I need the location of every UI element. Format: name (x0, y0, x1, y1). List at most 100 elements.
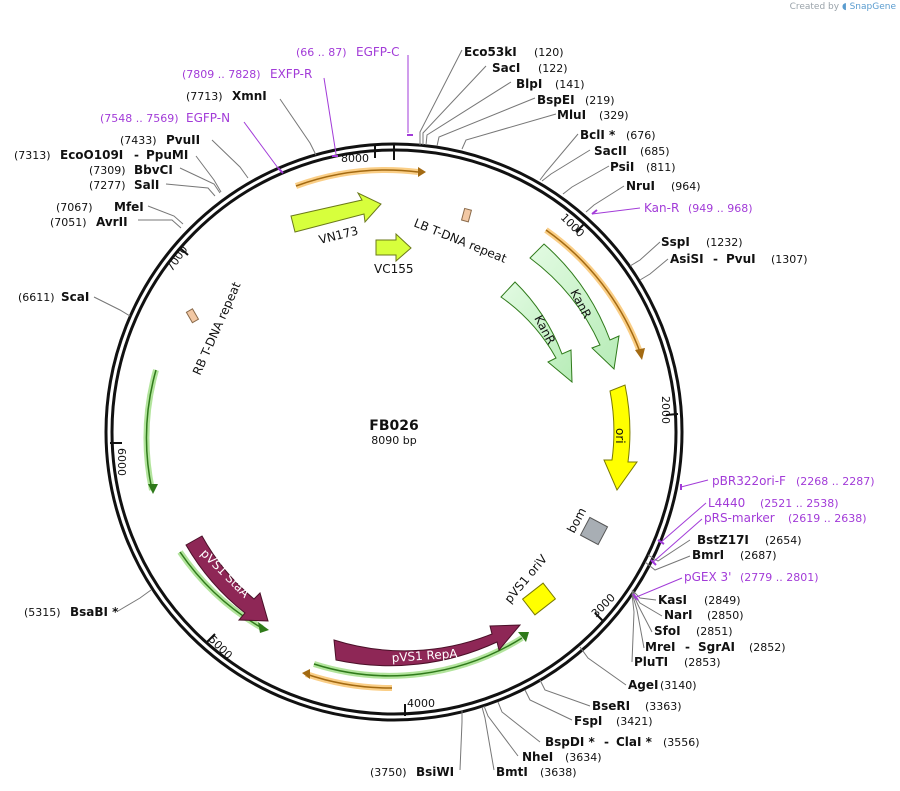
site-mrei-pos: (2852) (749, 641, 786, 654)
leader-saci (422, 65, 487, 145)
leader-psii (562, 165, 610, 195)
leader-bmri (644, 555, 691, 571)
primer-egfp-n-pos: (7548 .. 7569) (100, 112, 179, 125)
feature-kanr-inner-label: KanR (531, 313, 558, 347)
site-kasi-name: KasI (658, 593, 687, 607)
site-nari-name: NarI (664, 608, 693, 622)
leader-xmni (279, 98, 317, 156)
site-sfoi-name: SfoI (654, 624, 681, 638)
orf-arc-bottom-head (302, 669, 310, 679)
site-bsiwi-name: BsiWI (416, 765, 454, 779)
site-nhei-name: NheI (522, 750, 553, 764)
site-mfei-name: MfeI (114, 200, 144, 214)
backbone-outer-ring (104, 142, 684, 722)
feature-kanr-inner[interactable] (500, 281, 573, 384)
leader-pvuii (211, 139, 249, 179)
primer-prs-name: pRS-marker (704, 511, 775, 525)
leader-mfei (147, 205, 184, 225)
tick-label-4000: 4000 (407, 697, 435, 710)
site-asisi-dash: - (713, 252, 718, 266)
site-blpi-pos: (141) (555, 78, 585, 91)
site-nrui-pos: (964) (671, 180, 701, 193)
site-pvui-name: PvuI (726, 252, 756, 266)
primer-l4440-pos: (2521 .. 2538) (760, 497, 839, 510)
site-bmri-pos: (2687) (740, 549, 777, 562)
primer-egfp-n-name: EGFP-N (186, 111, 230, 125)
feature-rb-repeat[interactable] (185, 308, 200, 324)
site-sspi-pos: (1232) (706, 236, 743, 249)
feature-vn173[interactable] (290, 191, 382, 233)
site-bsabi-name: BsaBI * (70, 605, 119, 619)
primer-leaders (243, 55, 709, 599)
primer-leader-kan-r (591, 207, 641, 215)
site-scai-name: ScaI (61, 290, 89, 304)
site-bspdi-dash: - (604, 735, 609, 749)
feature-pvs1-repa[interactable] (333, 624, 522, 667)
leader-bcli (539, 133, 579, 181)
primer-l4440-name: L4440 (708, 496, 745, 510)
site-fspi-name: FspI (574, 714, 602, 728)
primer-pbr322-name: pBR322ori-F (712, 474, 786, 488)
site-pvuii-name: PvuII (166, 133, 200, 147)
orf-arc-right-head (635, 348, 645, 360)
credit-brand: SnapGene (849, 2, 896, 12)
site-bseri-name: BseRI (592, 699, 630, 713)
primer-leader-pgex (633, 577, 683, 599)
site-clai-name: ClaI * (616, 735, 653, 749)
site-saci-name: SacI (492, 61, 520, 75)
site-bspei-name: BspEI (537, 93, 575, 107)
feature-pvs1-staa[interactable] (185, 535, 269, 622)
feature-pvs1-repa-label: pVS1 RepA (391, 646, 459, 665)
site-bsiwi-pos: (3750) (370, 766, 407, 779)
site-pvuii-pos: (7433) (120, 134, 157, 147)
primer-exfp-r-name: EXFP-R (270, 67, 312, 81)
primer-prs-pos: (2619 .. 2638) (788, 512, 867, 525)
site-bspei-pos: (219) (585, 94, 615, 107)
site-asisi-name: AsiSI (670, 252, 704, 266)
orf-arc-top (294, 167, 419, 189)
primer-exfp-r-pos: (7809 .. 7828) (182, 68, 261, 81)
tick-2000 (665, 413, 679, 416)
primer-leader-egfp-n (243, 121, 279, 169)
primer-leader-l4440 (659, 502, 707, 544)
feature-vc155[interactable] (375, 232, 412, 263)
site-bmti-name: BmtI (496, 765, 528, 779)
leader-avrii (138, 219, 182, 229)
site-saci-pos: (122) (538, 62, 568, 75)
site-avrii-name: AvrII (96, 215, 128, 229)
snapgene-logo-icon: ◖ (841, 2, 847, 12)
tick-7000 (179, 247, 189, 256)
leader-scai (93, 296, 131, 317)
feature-ori[interactable] (603, 384, 638, 492)
leader-fspi (524, 689, 573, 721)
feature-rb-label: RB T-DNA repeat (190, 280, 244, 378)
site-ecoo109i-dash: - (134, 148, 139, 162)
site-agei-name: AgeI (628, 678, 658, 692)
site-blpi-name: BlpI (516, 77, 542, 91)
site-bmti-pos: (3638) (540, 766, 577, 779)
site-bspdi-pos: (3556) (663, 736, 700, 749)
primer-pgex-pos: (2779 .. 2801) (740, 571, 819, 584)
primer-egfp-c-pos: (66 .. 87) (296, 46, 347, 59)
primer-kan-r-name: Kan-R (644, 201, 679, 215)
feature-vn173-label: VN173 (317, 224, 359, 247)
feature-kanr-outer[interactable] (529, 243, 620, 371)
tick-label-6000: 6000 (115, 448, 128, 476)
leader-bsiwi (459, 710, 463, 771)
primer-mark-pgex (632, 593, 639, 601)
leader-lines (93, 49, 691, 771)
leader-nrui (585, 185, 625, 213)
site-scai-pos: (6611) (18, 291, 55, 304)
site-agei-pos: (3140) (660, 679, 697, 692)
site-ppumi-name: PpuMI (146, 148, 188, 162)
site-bbvci-name: BbvCI (134, 163, 173, 177)
primer-marks (277, 134, 682, 601)
feature-lb-repeat[interactable] (460, 207, 473, 223)
leader-bsabi (117, 589, 152, 612)
feature-pvs1-oriv[interactable] (521, 582, 557, 616)
site-psii-name: PsiI (610, 160, 634, 174)
leader-eco53ki (419, 49, 463, 145)
primer-mark-kan-r (591, 209, 598, 215)
site-pluti-pos: (2853) (684, 656, 721, 669)
feature-bom[interactable] (579, 516, 609, 546)
